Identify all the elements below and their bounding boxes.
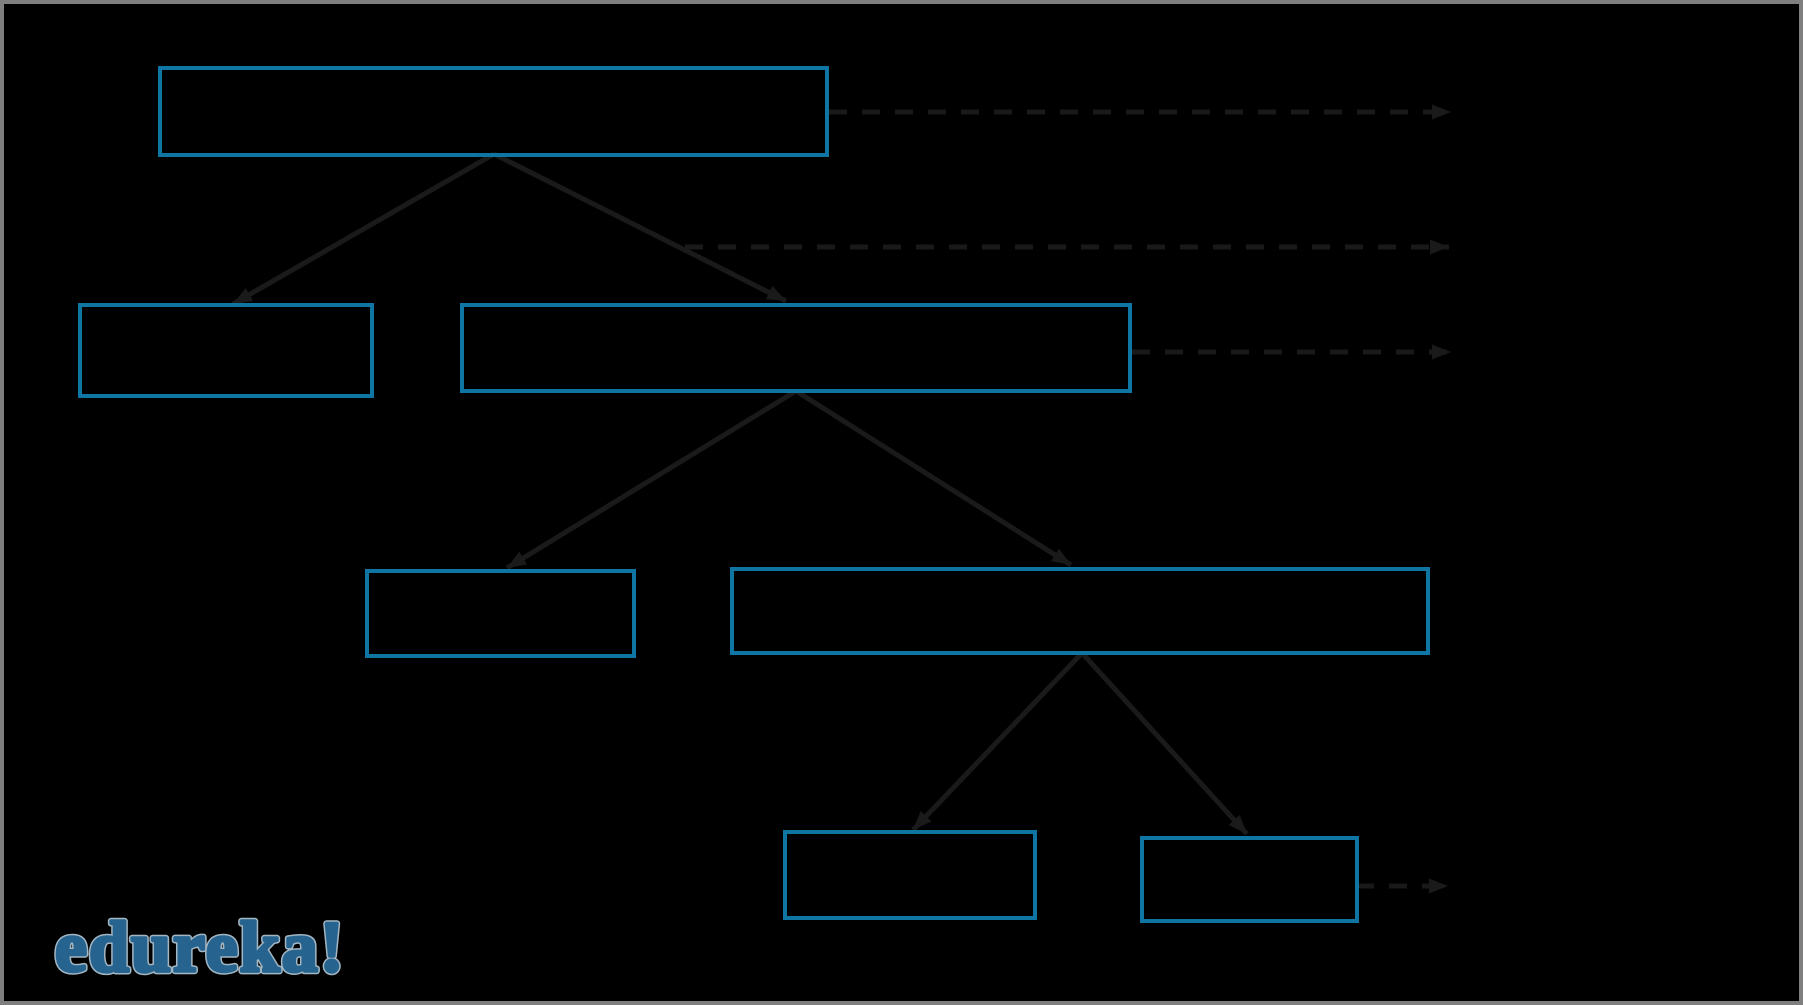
svg-text:edureka!: edureka! — [55, 907, 346, 987]
svg-text:edureka!: edureka! — [55, 907, 346, 987]
